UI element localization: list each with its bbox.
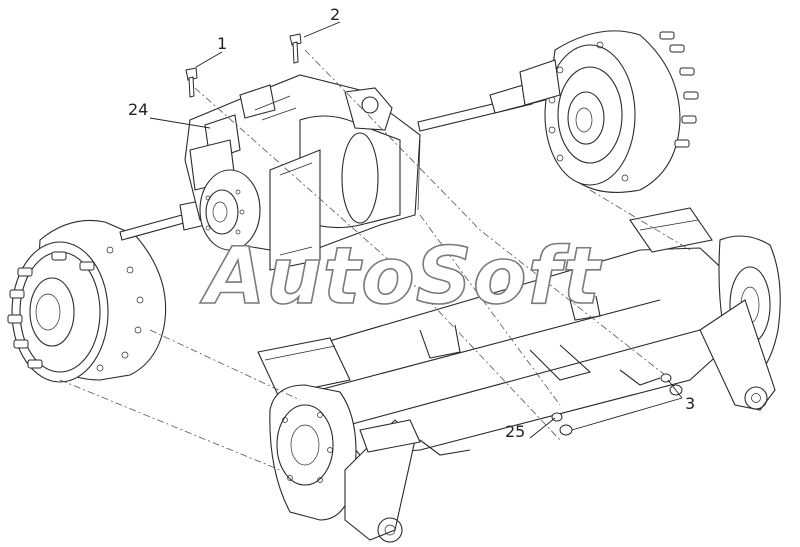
assembly-dash-lines — [59, 49, 691, 471]
right-wheel-hub — [519, 30, 699, 193]
left-hub-studs — [7, 251, 95, 369]
callout-3: 3 — [685, 394, 695, 413]
leader-lines — [149, 21, 683, 439]
callout-24: 24 — [128, 100, 148, 119]
bolt-item-2 — [289, 33, 302, 64]
callout-1: 1 — [217, 34, 227, 53]
bolt-item-1 — [185, 67, 198, 98]
axle-beam — [257, 207, 781, 543]
callout-25: 25 — [505, 422, 525, 441]
right-hub-studs — [659, 31, 699, 148]
differential-housing — [184, 74, 421, 271]
nut-item-25 — [551, 412, 573, 436]
watermark-logo: AutoSoft — [199, 232, 602, 322]
left-wheel-hub — [7, 219, 167, 383]
callout-2: 2 — [330, 5, 340, 24]
